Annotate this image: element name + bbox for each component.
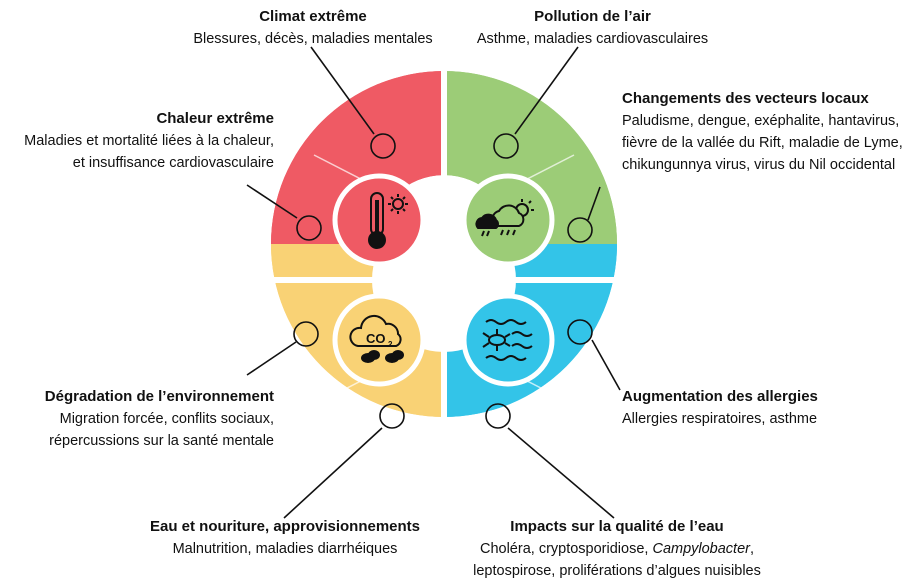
- icon-blue-circle: [461, 293, 555, 387]
- desc-chaleur-extreme-1: Maladies et mortalité liées à la chaleur…: [24, 133, 274, 149]
- desc-qualite-eau-1c: ,: [749, 541, 755, 557]
- desc-degradation-env-2: répercussions sur la santé mentale: [49, 433, 274, 449]
- co2-cloud-icon: CO 2: [349, 314, 404, 363]
- dot-allergies: [567, 319, 593, 345]
- desc-vecteurs-locaux-2: fièvre de la vallée du Rift, maladie de …: [622, 135, 903, 151]
- label-pollution-air: Pollution de l’air Asthme, maladies card…: [450, 6, 735, 50]
- desc-qualite-eau-2: leptospirose, proliférations d’algues nu…: [473, 563, 761, 579]
- dot-chaleur: [296, 215, 322, 241]
- title-pollution-air: Pollution de l’air: [534, 8, 651, 25]
- desc-climat-extreme: Blessures, décès, maladies mentales: [193, 31, 433, 47]
- storm-cloud-sun-icon: [475, 199, 534, 237]
- icon-yellow-circle: [332, 293, 426, 387]
- title-climat-extreme: Climat extrême: [259, 8, 367, 25]
- desc-qualite-eau-1: Choléra, cryptosporidiose, Campylobacter…: [452, 538, 782, 560]
- label-qualite-eau: Impacts sur la qualité de l’eau Choléra,…: [452, 516, 782, 582]
- desc-pollution-air: Asthme, maladies cardiovasculaires: [476, 31, 709, 47]
- desc-qualite-eau-campylobacter: Campylobacter: [652, 541, 750, 557]
- title-eau-nourriture: Eau et nouriture, approvisionnements: [149, 518, 421, 535]
- dot-degradation: [293, 321, 319, 347]
- desc-eau-nourriture: Malnutrition, maladies diarrhéiques: [172, 541, 398, 557]
- thermometer-sun-icon: [368, 192, 408, 249]
- desc-degradation-env-1: Migration forcée, conflits sociaux,: [59, 411, 274, 427]
- desc-qualite-eau-1a: Choléra, cryptosporidiose,: [479, 541, 653, 557]
- label-chaleur-extreme: Chaleur extrême Maladies et mortalité li…: [2, 108, 274, 174]
- label-degradation-env: Dégradation de l’environnement Migration…: [6, 386, 274, 452]
- dot-eau: [379, 403, 405, 429]
- label-climat-extreme: Climat extrême Blessures, décès, maladie…: [168, 6, 458, 50]
- dot-vecteurs: [567, 217, 593, 243]
- connector-dots: [293, 133, 593, 429]
- desc-vecteurs-locaux-3: chikungunnya virus, virus du Nil occiden…: [622, 157, 896, 173]
- title-qualite-eau: Impacts sur la qualité de l’eau: [510, 518, 724, 535]
- dot-climat: [370, 133, 396, 159]
- title-allergies: Augmentation des allergies: [622, 388, 818, 405]
- desc-vecteurs-locaux-1: Paludisme, dengue, exéphalite, hantaviru…: [622, 113, 900, 129]
- label-allergies: Augmentation des allergies Allergies res…: [622, 386, 882, 430]
- title-vecteurs-locaux: Changements des vecteurs locaux: [622, 90, 869, 107]
- desc-chaleur-extreme-2: et insuffisance cardiovasculaire: [72, 155, 274, 171]
- co2-label: CO: [366, 331, 386, 346]
- label-vecteurs-locaux: Changements des vecteurs locaux Paludism…: [622, 88, 914, 176]
- title-degradation-env: Dégradation de l’environnement: [44, 388, 274, 405]
- co2-subscript: 2: [388, 340, 393, 349]
- dot-pollution: [493, 133, 519, 159]
- waves-bacteria-icon: [482, 319, 533, 361]
- dot-qualite: [485, 403, 511, 429]
- connectors: [246, 46, 621, 519]
- desc-allergies: Allergies respiratoires, asthme: [622, 411, 818, 427]
- label-eau-nourriture: Eau et nouriture, approvisionnements Mal…: [120, 516, 450, 560]
- title-chaleur-extreme: Chaleur extrême: [156, 110, 274, 127]
